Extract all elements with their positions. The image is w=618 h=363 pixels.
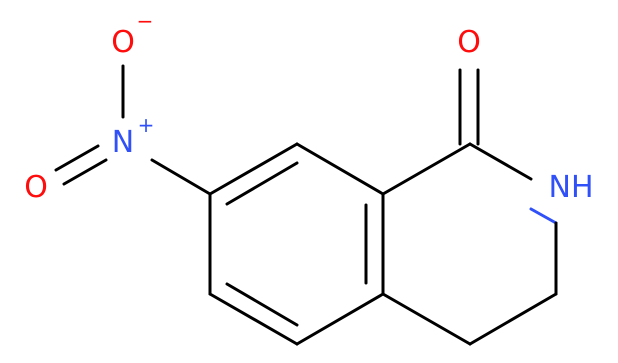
bond-c5-c6-inner — [225, 282, 299, 327]
bond-c7-c8 — [208, 142, 299, 196]
nitro-oxygen-top-charge: − — [137, 9, 154, 33]
bond-c3-c4 — [468, 292, 558, 346]
bond-c7-c8-inner — [225, 161, 299, 206]
bond-nitro-o-left-a — [54, 144, 100, 172]
bond-c5-c6 — [208, 292, 299, 346]
bond-n2-c3-blue — [529, 207, 558, 225]
bond-c1-n2 — [468, 142, 533, 181]
nitro-nitrogen-label: N — [112, 125, 134, 160]
nitro-nitrogen-charge: + — [138, 113, 155, 137]
amide-nitrogen-label: NH — [549, 170, 594, 205]
nitro-oxygen-left-label: O — [24, 170, 48, 205]
nitro-oxygen-top-label: O — [111, 25, 135, 60]
carbonyl-oxygen-label: O — [457, 25, 481, 60]
bond-nitro-o-left-b — [62, 158, 108, 186]
bond-c8-c8a — [295, 142, 385, 196]
bond-c7-nitro — [150, 158, 212, 196]
bond-c8a-c1 — [381, 142, 472, 196]
bond-c4a-c5 — [295, 292, 385, 346]
bond-c4-c4a — [381, 292, 472, 346]
